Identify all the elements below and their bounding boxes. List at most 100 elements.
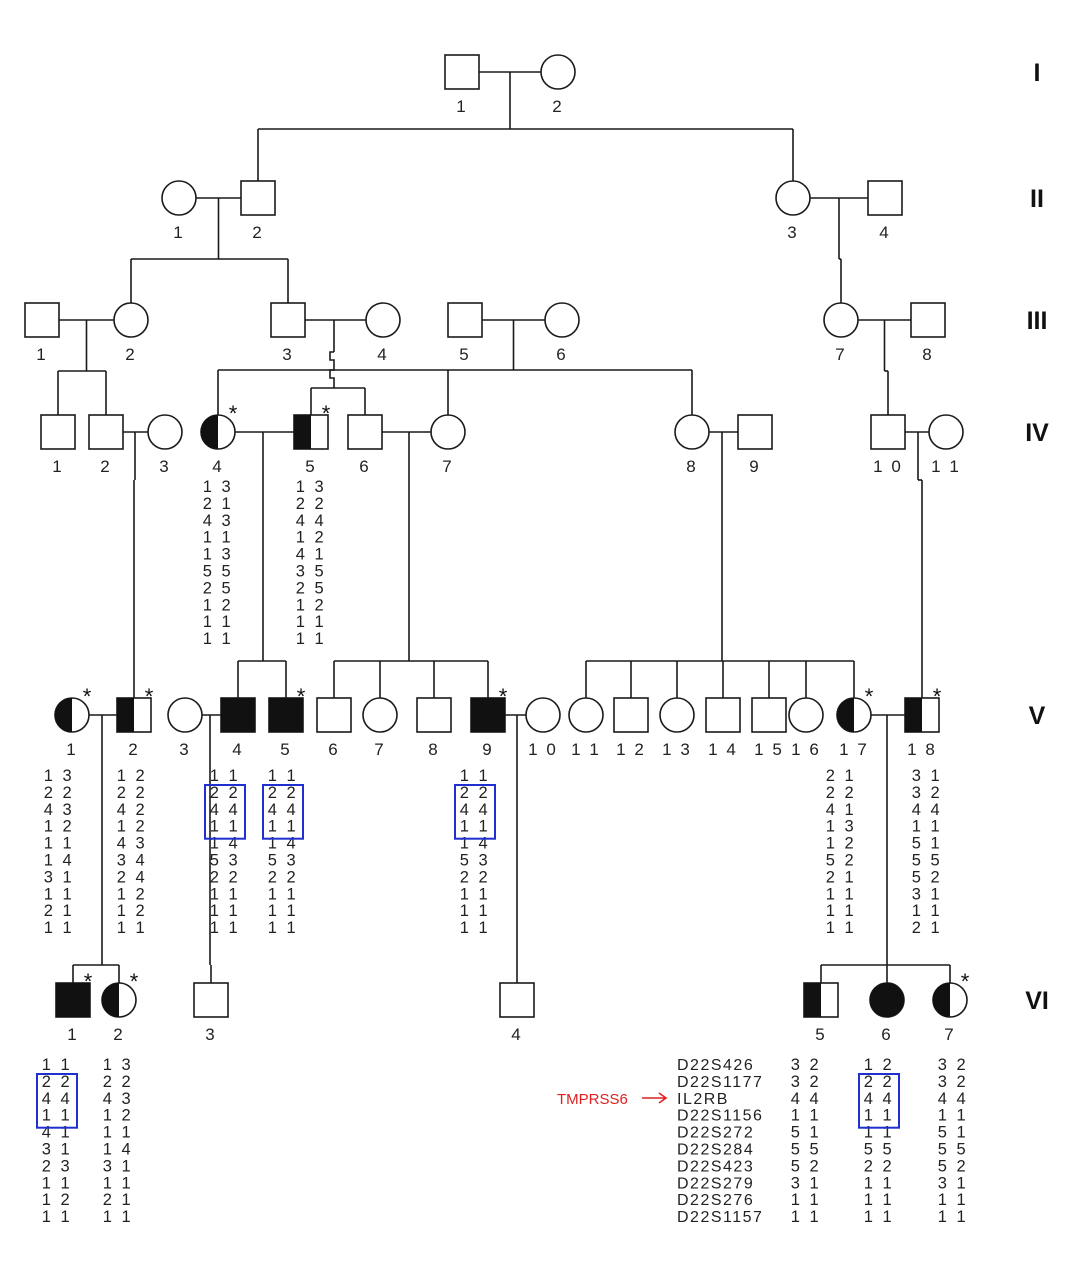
- individual-V-5[interactable]: *: [268, 684, 306, 733]
- individual-V-17[interactable]: *: [836, 684, 874, 733]
- individual-number: 2: [252, 223, 263, 242]
- individual-number: 2: [125, 345, 136, 364]
- individual-symbols: ***********: [24, 54, 970, 1018]
- individual-IV-7[interactable]: [430, 414, 466, 450]
- marker-name: D22S1177: [677, 1074, 763, 1091]
- haplotype-column-IV-5: 1 32 24 41 24 13 52 51 21 11 1: [296, 478, 326, 648]
- individual-number: 6: [328, 740, 339, 759]
- individual-number: 9: [749, 457, 760, 476]
- individual-III-8[interactable]: [910, 302, 946, 338]
- allele-pair: 1 1: [268, 818, 298, 836]
- individual-V-12[interactable]: [613, 697, 649, 733]
- individual-number: 1: [52, 457, 63, 476]
- individual-V-13[interactable]: [659, 697, 695, 733]
- allele-pair: 1 1: [460, 767, 490, 785]
- individual-V-1[interactable]: *: [54, 684, 92, 733]
- allele-pair: 4 3: [117, 835, 147, 853]
- individual-V-16[interactable]: [788, 697, 824, 733]
- individual-IV-4[interactable]: *: [200, 401, 238, 450]
- female-circle-unaffected: [568, 697, 604, 733]
- allele-pair: 1 1: [117, 919, 147, 937]
- allele-pair: 4 4: [912, 801, 942, 819]
- individual-VI-3[interactable]: [193, 982, 229, 1018]
- individual-number: 2: [128, 740, 139, 759]
- individual-IV-1[interactable]: [40, 414, 76, 450]
- individual-IV-5[interactable]: *: [293, 401, 331, 450]
- individual-IV-10[interactable]: [870, 414, 906, 450]
- individual-III-6[interactable]: [544, 302, 580, 338]
- allele-pair: 1 2: [296, 596, 326, 614]
- individual-III-3[interactable]: [270, 302, 306, 338]
- allele-pair: 3 1: [44, 868, 74, 886]
- carrier-half-fill: [804, 983, 821, 1017]
- allele-pair: 2 5: [203, 579, 233, 597]
- male-square-unaffected: [613, 697, 649, 733]
- marker-name: D22S426: [677, 1057, 754, 1074]
- individual-I-1[interactable]: [444, 54, 480, 90]
- allele-pair: 1 1: [864, 1191, 894, 1209]
- carrier-half-fill: [933, 983, 950, 1017]
- allele-pair: 3 4: [117, 852, 147, 870]
- allele-pair: 1 1: [42, 1174, 72, 1192]
- allele-pair: 1 1: [103, 1174, 133, 1192]
- individual-VI-5[interactable]: [803, 982, 839, 1018]
- generation-label-II: II: [1030, 185, 1044, 213]
- individual-V-14[interactable]: [705, 697, 741, 733]
- shared-haplotype-box: [454, 784, 496, 840]
- allele-pair: 2 1: [203, 495, 233, 513]
- allele-pair: 3 1: [938, 1174, 968, 1192]
- haplotype-column-IV-4: 1 32 14 31 11 35 52 51 21 11 1: [203, 478, 233, 648]
- allele-pair: 5 5: [864, 1141, 894, 1159]
- individual-II-1[interactable]: [161, 180, 197, 216]
- individual-IV-11[interactable]: [928, 414, 964, 450]
- allele-pair: 1 4: [103, 1141, 133, 1159]
- individual-II-2[interactable]: [240, 180, 276, 216]
- allele-pair: 4 1: [826, 801, 856, 819]
- allele-pair: 1 4: [268, 835, 298, 853]
- individual-number: 1 1: [571, 740, 601, 759]
- male-square-unaffected: [240, 180, 276, 216]
- individual-II-3[interactable]: [775, 180, 811, 216]
- individual-III-7[interactable]: [823, 302, 859, 338]
- individual-V-11[interactable]: [568, 697, 604, 733]
- allele-pair: 1 1: [44, 885, 74, 903]
- allele-pair: 3 1: [791, 1174, 821, 1192]
- individual-III-1[interactable]: [24, 302, 60, 338]
- haplotype-column-V-4: 1 12 24 41 11 45 32 21 11 11 1: [204, 767, 246, 937]
- allele-pair: 4 4: [296, 512, 326, 530]
- allele-pair: 5 1: [791, 1124, 821, 1142]
- individual-I-2[interactable]: [540, 54, 576, 90]
- individual-III-2[interactable]: [113, 302, 149, 338]
- individual-VI-2[interactable]: *: [101, 969, 139, 1018]
- individual-V-9[interactable]: *: [470, 684, 508, 733]
- allele-pair: 2 2: [268, 784, 298, 802]
- individual-V-4[interactable]: [220, 697, 256, 733]
- individual-II-4[interactable]: [867, 180, 903, 216]
- individual-IV-2[interactable]: [88, 414, 124, 450]
- allele-pair: 2 2: [864, 1073, 894, 1091]
- individual-V-2[interactable]: *: [116, 684, 154, 733]
- allele-pair: 5 5: [938, 1141, 968, 1159]
- allele-pair: 2 1: [103, 1191, 133, 1209]
- generation-label-III: III: [1027, 307, 1048, 335]
- individual-VI-7[interactable]: *: [932, 969, 970, 1018]
- individual-V-15[interactable]: [751, 697, 787, 733]
- individual-V-6[interactable]: [316, 697, 352, 733]
- haplotype-column-V-5: 1 12 24 41 11 45 32 21 11 11 1: [262, 767, 304, 937]
- individual-IV-3[interactable]: [147, 414, 183, 450]
- individual-VI-6[interactable]: [869, 982, 905, 1018]
- individual-V-3[interactable]: [167, 697, 203, 733]
- individual-III-5[interactable]: [447, 302, 483, 338]
- individual-V-18[interactable]: *: [904, 684, 942, 733]
- individual-VI-1[interactable]: *: [55, 969, 93, 1018]
- individual-IV-9[interactable]: [737, 414, 773, 450]
- individual-IV-6[interactable]: [347, 414, 383, 450]
- individual-III-4[interactable]: [365, 302, 401, 338]
- individual-V-10[interactable]: [525, 697, 561, 733]
- individual-VI-4[interactable]: [499, 982, 535, 1018]
- individual-number: 7: [442, 457, 453, 476]
- gene-label-tmprss6: TMPRSS6: [557, 1091, 628, 1108]
- individual-V-8[interactable]: [416, 697, 452, 733]
- individual-V-7[interactable]: [362, 697, 398, 733]
- individual-IV-8[interactable]: [674, 414, 710, 450]
